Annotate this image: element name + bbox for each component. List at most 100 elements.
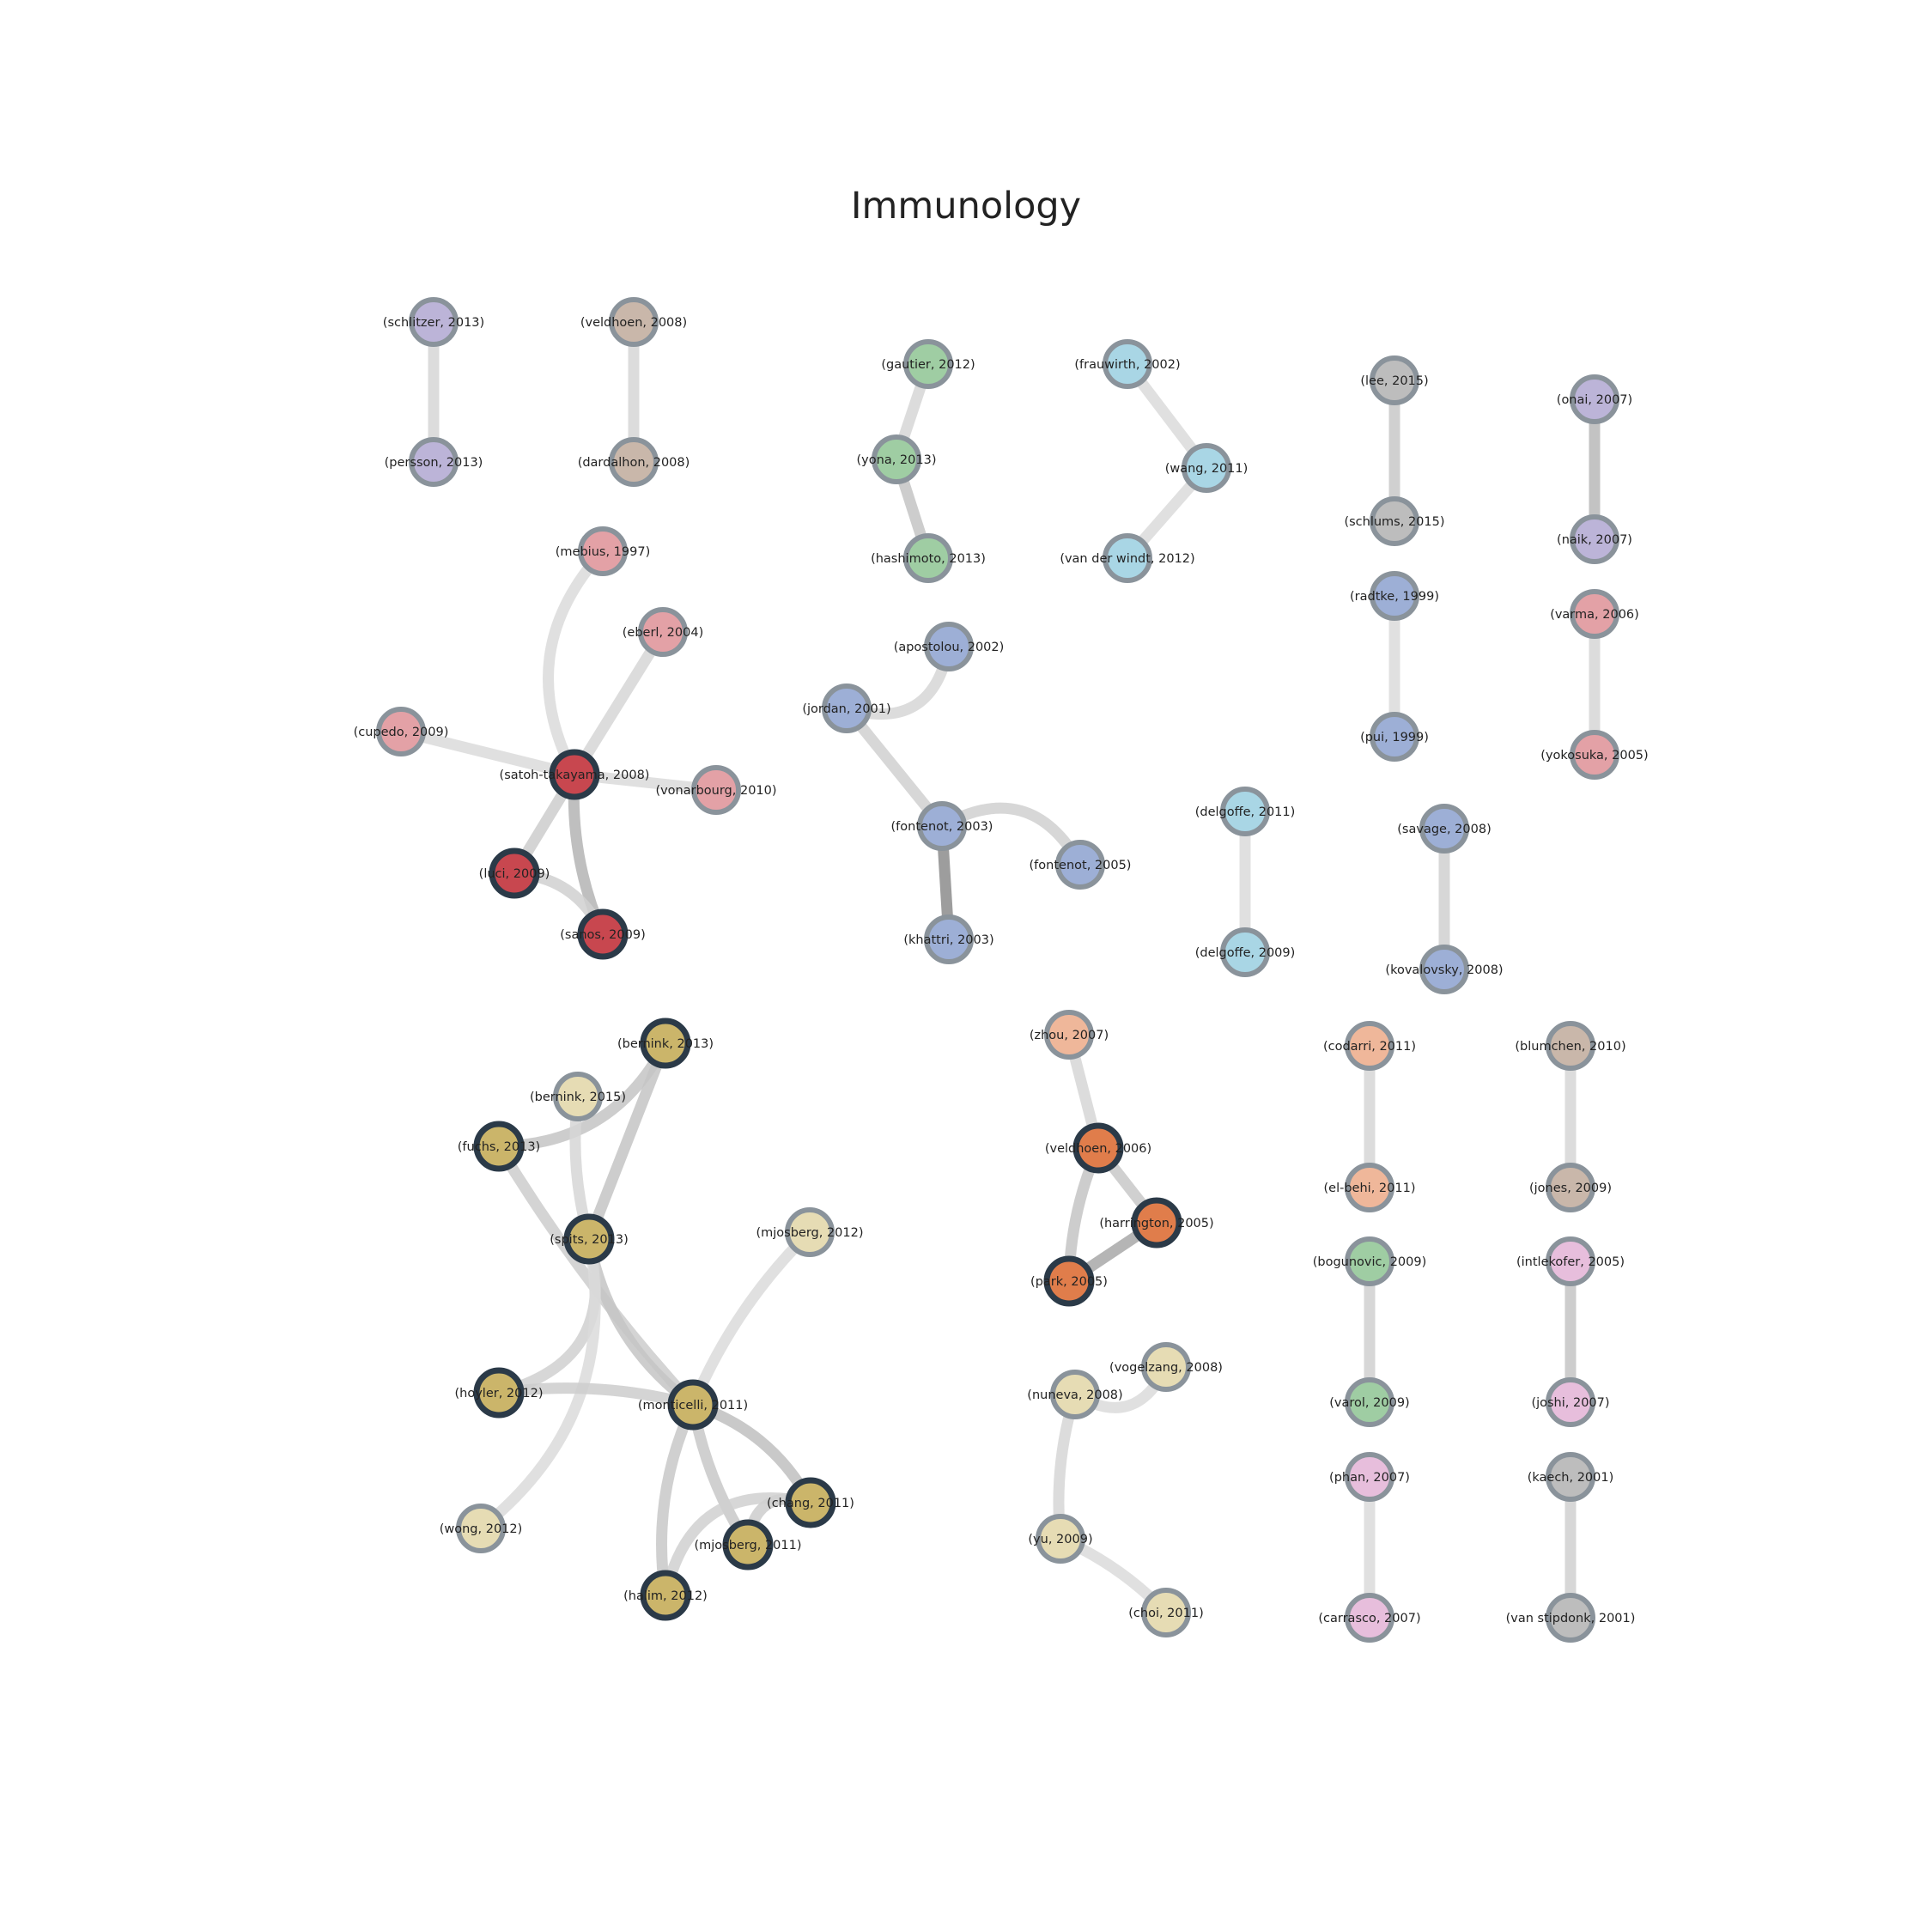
node-label-yokosuka2005: (yokosuka, 2005) — [1540, 749, 1648, 762]
node-bernink2013[interactable] — [640, 1018, 691, 1069]
node-vogelzang2008[interactable] — [1141, 1342, 1191, 1392]
node-cupedo2009[interactable] — [376, 707, 426, 756]
node-park2005[interactable] — [1043, 1255, 1095, 1307]
node-kaech2001[interactable] — [1546, 1452, 1595, 1502]
node-savage2008[interactable] — [1419, 804, 1469, 854]
node-khattri2003[interactable] — [924, 914, 974, 964]
node-hashimoto2013[interactable] — [903, 533, 953, 583]
edge-bernink2013-spits2013 — [583, 1037, 671, 1245]
node-label-luci2009: (luci, 2009) — [479, 867, 550, 881]
node-varma2006[interactable] — [1570, 589, 1619, 639]
node-label-bernink2015: (bernink, 2015) — [530, 1091, 626, 1104]
node-mjosberg2011[interactable] — [722, 1519, 774, 1571]
node-monticelli2011[interactable] — [667, 1379, 719, 1431]
node-label-carrasco2007: (carrasco, 2007) — [1318, 1612, 1420, 1625]
node-schlitzer2013[interactable] — [409, 297, 459, 347]
node-label-blumchen2010: (blumchen, 2010) — [1515, 1040, 1625, 1054]
node-label-mjosberg2012: (mjosberg, 2012) — [756, 1226, 863, 1240]
node-codarri2011[interactable] — [1345, 1021, 1394, 1071]
node-delgoffe2009[interactable] — [1220, 927, 1270, 977]
node-phan2007[interactable] — [1345, 1452, 1394, 1502]
node-spits2013[interactable] — [563, 1213, 615, 1265]
node-label-bogunovic2009: (bogunovic, 2009) — [1313, 1255, 1427, 1269]
node-intlekofer2005[interactable] — [1546, 1236, 1595, 1286]
node-harrington2005[interactable] — [1131, 1197, 1182, 1249]
node-lee2015[interactable] — [1370, 355, 1419, 405]
node-kovalovsky2008[interactable] — [1419, 945, 1469, 994]
node-halim2012[interactable] — [640, 1570, 691, 1621]
node-label-jones2009: (jones, 2009) — [1529, 1182, 1612, 1195]
node-label-eberl2004: (eberl, 2004) — [623, 626, 703, 640]
node-label-varol2009: (varol, 2009) — [1329, 1396, 1409, 1410]
node-label-chang2011: (chang, 2011) — [767, 1497, 854, 1510]
node-label-khattri2003: (khattri, 2003) — [903, 933, 993, 947]
node-luci2009[interactable] — [489, 848, 540, 899]
node-yona2013[interactable] — [872, 434, 921, 484]
node-varol2009[interactable] — [1345, 1377, 1394, 1427]
node-zhou2007[interactable] — [1044, 1010, 1094, 1060]
node-label-radtke1999: (radtke, 1999) — [1350, 590, 1439, 604]
node-yu2009[interactable] — [1036, 1514, 1085, 1564]
node-sanos2009[interactable] — [577, 908, 629, 960]
node-elbehi2011[interactable] — [1345, 1163, 1394, 1212]
node-naik2007[interactable] — [1570, 514, 1619, 564]
node-vonarbourg2010[interactable] — [691, 765, 741, 815]
node-nuneva2008[interactable] — [1050, 1370, 1100, 1419]
node-label-halim2012: (halim, 2012) — [623, 1589, 708, 1603]
node-label-persson2013: (persson, 2013) — [385, 456, 483, 470]
node-schlums2015[interactable] — [1370, 496, 1419, 546]
node-label-delgoffe2011: (delgoffe, 2011) — [1195, 805, 1296, 819]
node-persson2013[interactable] — [409, 437, 459, 487]
node-vanstipdonk2001[interactable] — [1546, 1593, 1595, 1643]
node-label-varma2006: (varma, 2006) — [1550, 608, 1639, 622]
node-label-fuchs2013: (fuchs, 2013) — [458, 1140, 540, 1154]
node-label-yona2013: (yona, 2013) — [857, 453, 937, 467]
node-label-wang2011: (wang, 2011) — [1165, 462, 1249, 476]
node-delgoffe2011[interactable] — [1220, 787, 1270, 836]
node-apostolou2002[interactable] — [924, 622, 974, 671]
node-label-delgoffe2009: (delgoffe, 2009) — [1195, 946, 1296, 960]
node-vanderwindt2012[interactable] — [1103, 533, 1152, 583]
node-label-choi2011: (choi, 2011) — [1128, 1607, 1204, 1620]
node-eberl2004[interactable] — [638, 607, 688, 657]
node-label-veldhoen2008: (veldhoen, 2008) — [580, 316, 687, 330]
edge-mjosberg2012-monticelli2011 — [687, 1226, 816, 1411]
node-mebius1997[interactable] — [578, 526, 628, 576]
node-veldhoen2008[interactable] — [609, 297, 659, 347]
node-joshi2007[interactable] — [1546, 1377, 1595, 1427]
node-label-naik2007: (naik, 2007) — [1557, 533, 1632, 547]
node-jordan2001[interactable] — [822, 683, 872, 733]
node-onai2007[interactable] — [1570, 374, 1619, 424]
node-wang2011[interactable] — [1182, 443, 1231, 493]
node-label-dardalhon2008: (dardalhon, 2008) — [578, 456, 690, 470]
node-label-pui1999: (pui, 1999) — [1360, 731, 1429, 744]
node-dardalhon2008[interactable] — [609, 437, 659, 487]
node-yokosuka2005[interactable] — [1570, 730, 1619, 780]
node-frauwirth2002[interactable] — [1103, 339, 1152, 389]
node-choi2011[interactable] — [1141, 1588, 1191, 1637]
node-fontenot2003[interactable] — [917, 801, 967, 851]
node-carrasco2007[interactable] — [1345, 1593, 1394, 1643]
node-label-sanos2009: (sanos, 2009) — [560, 928, 646, 942]
node-bogunovic2009[interactable] — [1345, 1236, 1394, 1286]
node-bernink2015[interactable] — [553, 1072, 603, 1121]
node-wong2012[interactable] — [456, 1504, 506, 1553]
node-satohtakayama2008[interactable] — [549, 749, 600, 800]
node-label-kaech2001: (kaech, 2001) — [1528, 1471, 1614, 1485]
node-pui1999[interactable] — [1370, 712, 1419, 762]
node-label-spits2013: (spits, 2013) — [550, 1233, 628, 1247]
node-label-intlekofer2005: (intlekofer, 2005) — [1516, 1255, 1625, 1269]
node-fontenot2005[interactable] — [1055, 840, 1105, 890]
node-chang2011[interactable] — [785, 1477, 836, 1528]
edge-mebius1997-satohtakayama2008 — [543, 545, 609, 781]
node-hoyler2012[interactable] — [473, 1367, 525, 1419]
node-jones2009[interactable] — [1546, 1163, 1595, 1212]
node-mjosberg2012[interactable] — [785, 1207, 835, 1257]
node-veldhoen2006[interactable] — [1072, 1122, 1124, 1174]
node-radtke1999[interactable] — [1370, 571, 1419, 621]
node-blumchen2010[interactable] — [1546, 1021, 1595, 1071]
node-gautier2012[interactable] — [903, 339, 953, 389]
node-label-park2005: (park, 2005) — [1030, 1275, 1108, 1289]
node-fuchs2013[interactable] — [473, 1121, 525, 1172]
